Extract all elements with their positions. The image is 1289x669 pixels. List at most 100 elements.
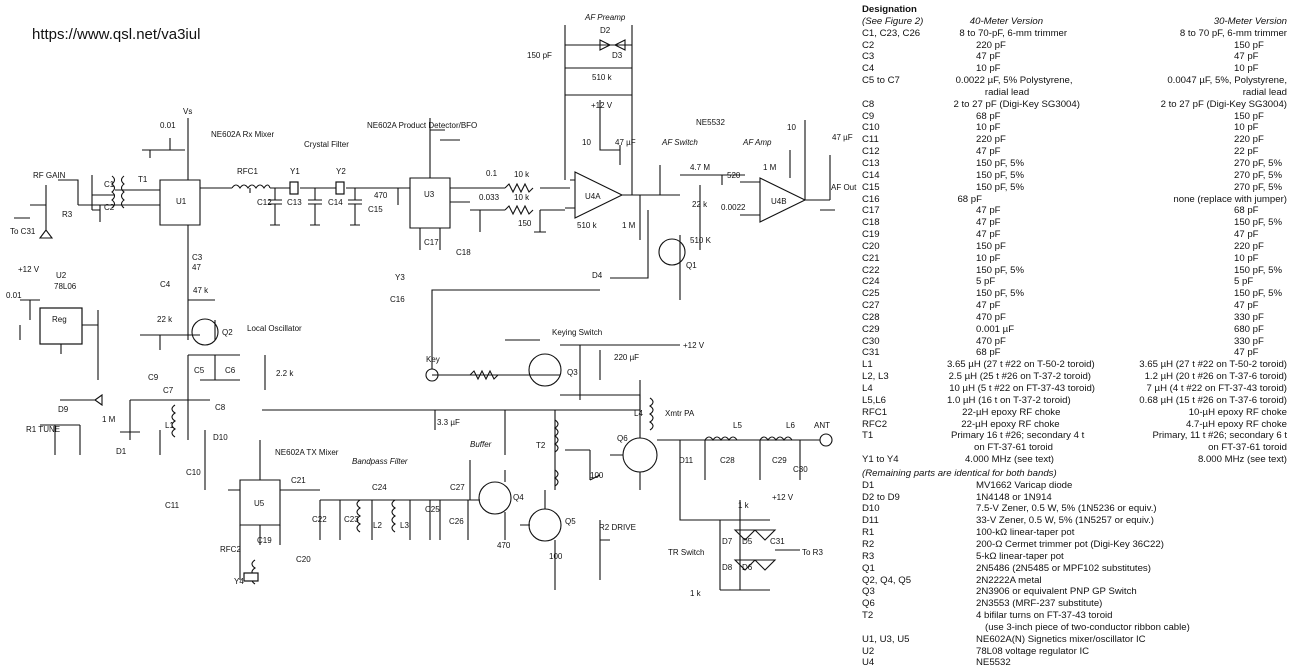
value-40m-cell: 150 pF, 5% (976, 157, 1025, 169)
value-40m-cell: 68 pF (976, 110, 1001, 122)
value-cell: 4 bifilar turns on FT-37-43 toroid (976, 610, 1113, 622)
value-40m-cell: Primary 16 t #26; secondary 4 t (951, 430, 1085, 442)
value-40m-cell: 3.65 µH (27 t #22 on T-50-2 toroid) (946, 359, 1095, 371)
value-30m-cell: 22 pF (1234, 146, 1259, 158)
label-r1k-tr2: 1 k (690, 589, 702, 598)
value-40m-cell: radial lead (984, 86, 1030, 98)
value-30m-cell: 150 pF, 5% (1234, 217, 1283, 229)
value-cell: 7.5-V Zener, 0.5 W, 5% (1N5236 or equiv.… (976, 503, 1157, 515)
value-30m-cell: 270 pF, 5% (1234, 169, 1283, 181)
label-r3: R3 (62, 210, 73, 219)
parts-list: Designation (See Figure 2) 40-Meter Vers… (862, 4, 1287, 669)
label-r470: 470 (374, 191, 388, 200)
label-q5: Q5 (565, 517, 576, 526)
value-cell: 2N2222A metal (976, 574, 1042, 586)
designation-cell: C4 (862, 63, 875, 75)
label-d4: D4 (592, 271, 603, 280)
value-40m-cell: 4.000 MHz (see text) (964, 454, 1054, 466)
designation-cell: C31 (862, 347, 880, 359)
value-30m-cell: 8 to 70 pF, 6-mm trimmer (1179, 27, 1287, 39)
label-c0033: 0.033 (479, 193, 500, 202)
label-p12v-key: +12 V (683, 341, 705, 350)
value-30m-cell: 68 pF (1234, 205, 1259, 217)
label-r1k-tr: 1 k (738, 501, 750, 510)
designation-cell: C18 (862, 217, 880, 229)
designation-cell: R3 (862, 550, 875, 562)
value-40m-cell: 470 pF (976, 311, 1006, 323)
designation-cell: C29 (862, 323, 880, 335)
label-to-r3: To R3 (802, 548, 823, 557)
value-40m-cell: 10 pF (976, 122, 1001, 134)
designation-cell: C21 (862, 252, 880, 264)
designation-cell: C22 (862, 264, 880, 276)
label-c27: C27 (450, 483, 465, 492)
label-af-out: AF Out (831, 183, 857, 192)
label-u2: U2 (56, 271, 67, 280)
value-cell: NE602A(N) Signetics mixer/oscillator IC (976, 633, 1146, 645)
label-q6: Q6 (617, 434, 628, 443)
value-cell: 2N3906 or equivalent PNP GP Switch (976, 586, 1137, 598)
label-c31: C31 (770, 537, 785, 546)
designation-cell: D11 (862, 515, 879, 527)
component-labels: AF Preamp D2 D3 150 pF 510 k +12 V 10 47… (6, 13, 857, 598)
parts-list-heading: Designation (862, 4, 917, 15)
value-40m-cell: 470 pF (976, 335, 1006, 347)
value-40m-cell: 2.5 µH (25 t #26 on T-37-2 toroid) (948, 371, 1092, 383)
designation-cell: Q6 (862, 598, 875, 610)
value-30m-cell: 47 pF (1234, 300, 1259, 312)
label-c16: C16 (390, 295, 405, 304)
designation-cell: L2, L3 (862, 371, 889, 383)
label-c19: C19 (257, 536, 272, 545)
label-c5: C5 (194, 366, 205, 375)
label-c220uf: 220 µF (614, 353, 639, 362)
value-40m-cell: 68 pF (957, 193, 982, 205)
designation-cell: C9 (862, 110, 875, 122)
value-40m-cell: 220 pF (976, 134, 1006, 146)
designation-cell: C27 (862, 300, 880, 312)
label-y1: Y1 (290, 167, 300, 176)
label-d8: D8 (722, 563, 733, 572)
designation-cell: T1 (862, 430, 874, 442)
label-c2: C2 (104, 203, 115, 212)
label-q3: Q3 (567, 368, 578, 377)
label-r10k-b: 10 k (514, 193, 530, 202)
designation-cell: C11 (862, 134, 879, 146)
label-r510k-sw: 510 K (690, 236, 712, 245)
label-p12v-tr: +12 V (772, 493, 794, 502)
label-r510k: 510 k (577, 221, 598, 230)
label-reg: Reg (52, 315, 67, 324)
label-c28: C28 (720, 456, 735, 465)
designation-cell: C20 (862, 240, 880, 252)
designation-cell: C2 (862, 39, 875, 51)
label-c15: C15 (368, 205, 383, 214)
value-cell: 2N5486 (2N5485 or MPF102 substitutes) (976, 562, 1151, 574)
value-40m-cell: 47 pF (976, 229, 1001, 241)
label-y2: Y2 (336, 167, 346, 176)
value-30m-cell: 680 pF (1234, 323, 1264, 335)
designation-cell (862, 442, 965, 454)
label-d3: D3 (612, 51, 623, 60)
value-30m-cell: 5 pF (1234, 276, 1254, 288)
label-c29: C29 (772, 456, 787, 465)
value-40m-cell: 10 µH (5 t #22 on FT-37-43 toroid) (949, 383, 1095, 394)
value-40m-cell: 0.001 µF (976, 323, 1015, 335)
label-d5: D5 (742, 537, 753, 546)
value-cell: 1N4148 or 1N914 (976, 491, 1052, 503)
